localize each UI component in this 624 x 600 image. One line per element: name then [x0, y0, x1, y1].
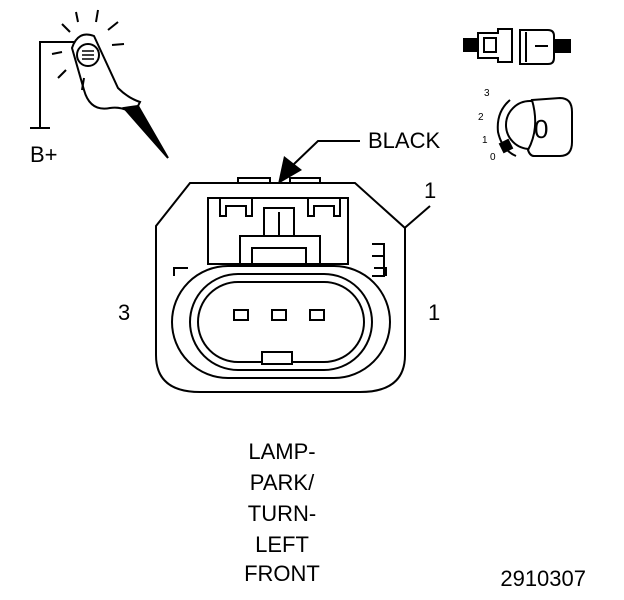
power-label: B+ [30, 142, 58, 167]
caption-line: PARK/ [250, 470, 315, 495]
caption-line: TURN- [248, 501, 316, 526]
test-lamp-icon [30, 9, 169, 159]
connector-mate-icon [463, 28, 571, 65]
key-position-label: 0 [534, 114, 548, 144]
switch-position-0: 0 [490, 152, 496, 163]
caption-line: LAMP- [248, 439, 315, 464]
figure-number: 2910307 [500, 566, 586, 591]
switch-position-1: 1 [482, 135, 488, 146]
ignition-switch-icon [496, 96, 573, 157]
caption-line: LEFT [255, 532, 309, 557]
connector-caption: LAMP- PARK/ TURN- LEFT FRONT [244, 439, 320, 586]
right-terminal-label: 1 [428, 300, 440, 325]
left-terminal-label: 3 [118, 300, 130, 325]
connector-face [155, 177, 406, 393]
switch-position-3: 3 [484, 88, 490, 99]
terminal-callout-label: 1 [424, 178, 436, 203]
wire-color-arrow [278, 140, 360, 184]
switch-position-2: 2 [478, 112, 484, 123]
wire-color-label: BLACK [368, 128, 440, 153]
caption-line: FRONT [244, 561, 320, 586]
